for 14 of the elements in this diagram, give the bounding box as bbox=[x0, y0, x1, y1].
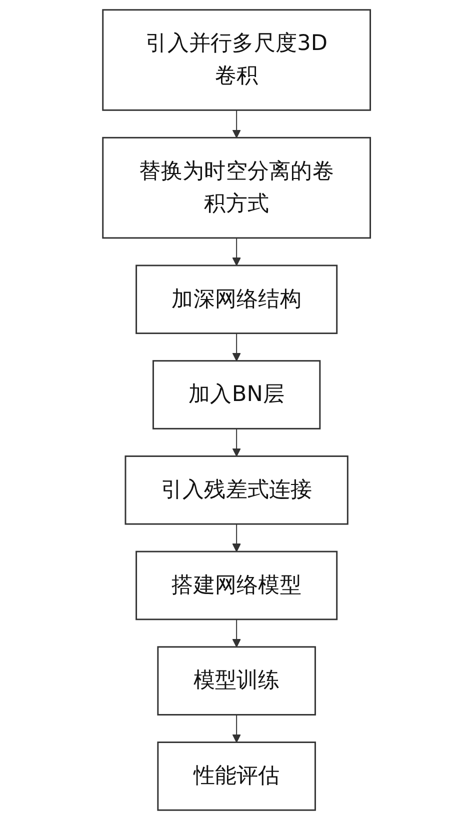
node-box: 搭建网络模型 bbox=[136, 550, 338, 620]
node-box: 加入BN层 bbox=[152, 360, 322, 430]
node-box: 替换为时空分离的卷积方式 bbox=[102, 136, 372, 239]
node-box: 引入残差式连接 bbox=[125, 455, 349, 525]
node-box: 模型训练 bbox=[158, 646, 316, 716]
node-box: 引入并行多尺度3D卷积 bbox=[102, 9, 372, 111]
arrow bbox=[232, 332, 242, 362]
arrow bbox=[232, 237, 242, 266]
arrow bbox=[232, 110, 242, 138]
node-box: 加深网络结构 bbox=[136, 264, 338, 334]
arrow bbox=[232, 428, 242, 457]
arrow bbox=[232, 618, 242, 648]
arrow bbox=[232, 524, 242, 552]
arrow bbox=[232, 714, 242, 743]
